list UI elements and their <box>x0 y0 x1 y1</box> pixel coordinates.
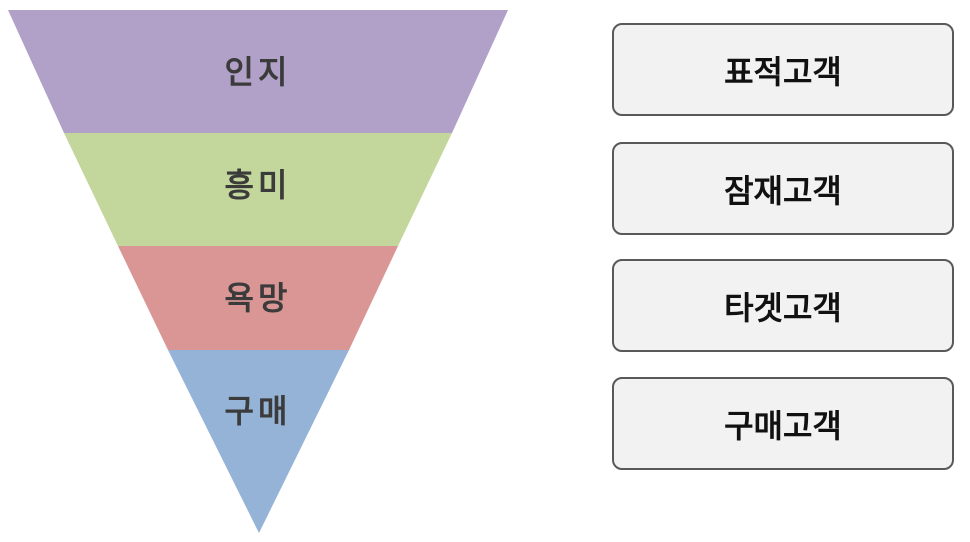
funnel-stage-purchase <box>168 350 349 533</box>
customer-box-label: 표적고객 <box>724 52 842 91</box>
customer-type-list: 표적고객 잠재고객 타겟고객 구매고객 <box>612 0 958 542</box>
funnel-stage-interest-label: 흥미 <box>225 166 292 204</box>
funnel-stage-awareness-label: 인지 <box>225 53 292 91</box>
funnel-stage-desire-label: 욕망 <box>225 279 292 317</box>
customer-box-label: 타겟고객 <box>724 288 842 327</box>
customer-box-targeted: 타겟고객 <box>612 259 954 352</box>
customer-box-label: 잠재고객 <box>724 171 842 210</box>
funnel-stage-purchase-label: 구매 <box>225 392 292 430</box>
customer-box-label: 구매고객 <box>724 406 842 445</box>
customer-box-purchase: 구매고객 <box>612 377 954 470</box>
customer-box-target: 표적고객 <box>612 23 954 116</box>
funnel-stage-awareness <box>8 10 508 133</box>
funnel-stage-interest <box>64 133 452 246</box>
funnel-diagram: 인지 흥미 욕망 구매 <box>8 10 508 533</box>
customer-box-potential: 잠재고객 <box>612 142 954 235</box>
funnel-stage-desire <box>118 246 398 350</box>
